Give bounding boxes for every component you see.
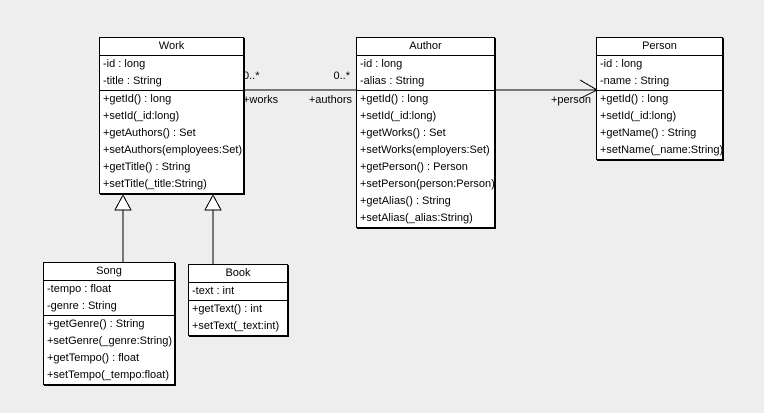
attributes-compartment: -tempo : float -genre : String [44,281,174,316]
member-row: +getGenre() : String [47,318,145,330]
member-row: -id : long [360,58,403,70]
member-row: +setId(_id:long) [600,110,677,122]
attributes-compartment: -text : int [189,283,287,301]
methods-compartment: +getText() : int +setText(_text:int) [189,301,287,335]
member-row: +setAlias(_alias:String) [360,212,473,224]
methods-compartment: +getId() : long +setId(_id:long) +getName(… [597,91,724,159]
class-title: Book [189,265,287,283]
role-label-works: +works [243,94,279,106]
hollow-triangle-icon[interactable] [204,193,222,211]
member-row: -tempo : float [47,283,112,295]
class-title: Person [597,38,722,56]
member-row: +getWorks() : Set [360,127,446,139]
member-row: -genre : String [47,300,117,312]
methods-compartment: +getId() : long +setId(_id:long) +getWorks… [357,91,495,227]
member-row: +setTitle(_title:String) [103,178,207,190]
role-label-authors: +authors [308,94,352,106]
member-row: +setId(_id:long) [360,110,437,122]
class-title: Author [357,38,494,56]
member-row: +setAuthors(employees:Set) [103,144,243,156]
member-row: +setId(_id:long) [103,110,180,122]
member-row: +getId() : long [103,93,172,105]
member-row: +getId() : long [360,93,429,105]
member-row: +getId() : long [600,93,669,105]
class-author[interactable]: Author -id : long -alias : String +getId(… [356,37,495,228]
member-row: +setText(_text:int) [192,320,280,332]
member-row: -id : long [103,58,146,70]
member-row: +getAlias() : String [360,195,451,207]
multiplicity-label-author-end: 0..* [333,70,350,82]
methods-compartment: +getGenre() : String +setGenre(_genre:Str… [44,316,174,384]
attributes-compartment: -id : long -alias : String [357,56,494,91]
class-title: Song [44,263,174,281]
class-title: Work [100,38,243,56]
member-row: +getTitle() : String [103,161,191,173]
member-row: +getText() : int [192,303,263,315]
member-row: +setName(_name:String) [600,144,724,156]
member-row: +setWorks(employers:Set) [360,144,490,156]
methods-compartment: +getId() : long +setId(_id:long) +getAutho… [100,91,243,193]
member-row: +setTempo(_tempo:float) [47,369,169,381]
member-row: +setPerson(person:Person) [360,178,495,190]
role-label-person: +person [550,94,591,106]
member-row: -id : long [600,58,643,70]
attributes-compartment: -id : long -name : String [597,56,722,91]
multiplicity-label-work-end: 0..* [243,70,260,82]
member-row: +getTempo() : float [47,352,140,364]
member-row: +setGenre(_genre:String) [47,335,173,347]
member-row: -alias : String [360,75,425,87]
member-row: -title : String [103,75,162,87]
member-row: +getPerson() : Person [360,161,468,173]
class-person[interactable]: Person -id : long -name : String +getId()… [596,37,723,160]
member-row: +getName() : String [600,127,697,139]
member-row: -text : int [192,285,235,297]
hollow-triangle-icon[interactable] [114,193,132,211]
class-work[interactable]: Work -id : long -title : String +getId() … [99,37,244,194]
class-song[interactable]: Song -tempo : float -genre : String +getG… [43,262,175,385]
class-book[interactable]: Book -text : int +getText() : int +setTex… [188,264,288,336]
member-row: +getAuthors() : Set [103,127,196,139]
attributes-compartment: -id : long -title : String [100,56,243,91]
member-row: -name : String [600,75,670,87]
